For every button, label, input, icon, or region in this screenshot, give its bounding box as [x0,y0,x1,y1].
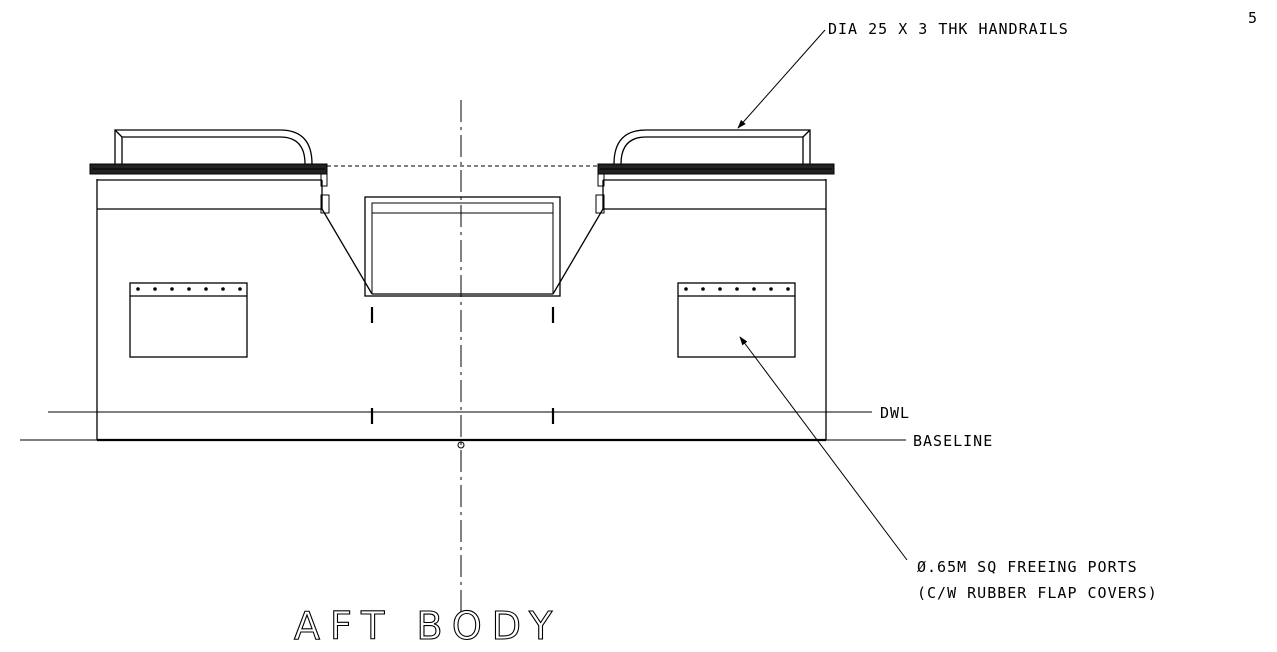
handrail-right [613,129,811,165]
freeing-port-left [129,282,248,358]
sheet-number: 5 [1248,9,1258,27]
station-marks [370,307,555,449]
freeing-port-right [677,282,796,358]
handrail-left [114,129,313,165]
freeing-ports-callout-line1: Ø.65M SQ FREEING PORTS [917,558,1138,576]
hull-body [96,167,827,442]
center-well [321,196,604,297]
baseline-label: BASELINE [913,432,993,450]
drawing-title: AFT BODY [294,604,562,648]
deck-slabs [89,163,835,175]
handrail-leader [737,29,826,129]
handrails-callout: DIA 25 X 3 THK HANDRAILS [828,20,1069,38]
dwl-label: DWL [880,404,910,422]
freeing-ports-callout-line2: (C/W RUBBER FLAP COVERS) [917,584,1158,602]
freeing-port-leader [739,336,908,561]
